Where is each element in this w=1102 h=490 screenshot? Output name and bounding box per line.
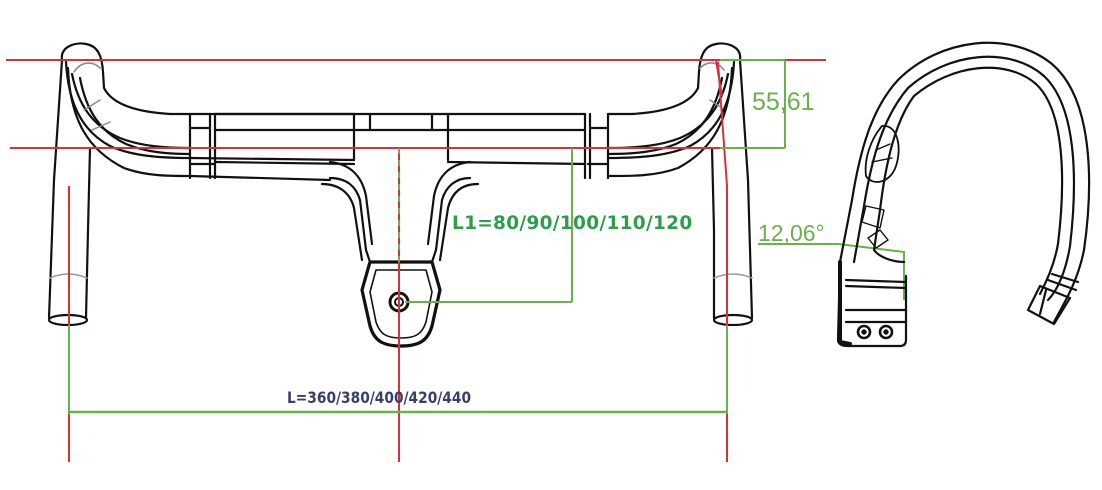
- stem-body: [360, 260, 442, 348]
- side-bolt-1: [856, 324, 872, 340]
- side-view-stem: [836, 78, 908, 348]
- reference-lines: [6, 59, 826, 462]
- right-drop-leg-inner: [710, 146, 716, 320]
- right-drop-end: [712, 313, 754, 327]
- flare-angle-label: 12,06°: [758, 220, 825, 246]
- dimension-lines: [68, 59, 905, 414]
- flare-angle-dimension: [758, 243, 905, 300]
- side-view-outer-arc: [896, 41, 1091, 324]
- front-view: [47, 42, 754, 348]
- side-view: [836, 41, 1091, 348]
- left-drop-outer: [60, 42, 356, 116]
- right-drop-outer: [606, 42, 742, 116]
- left-drop-leg-inner: [84, 146, 92, 320]
- side-bolt-2: [878, 324, 894, 340]
- drop-height-label: 55,61: [752, 88, 815, 116]
- left-drop-leg-outer: [47, 58, 64, 320]
- right-drop-leg-outer: [738, 58, 754, 320]
- width-label: L=360/380/400/420/440: [287, 388, 472, 407]
- reach-label: L1=80/90/100/110/120: [452, 213, 693, 234]
